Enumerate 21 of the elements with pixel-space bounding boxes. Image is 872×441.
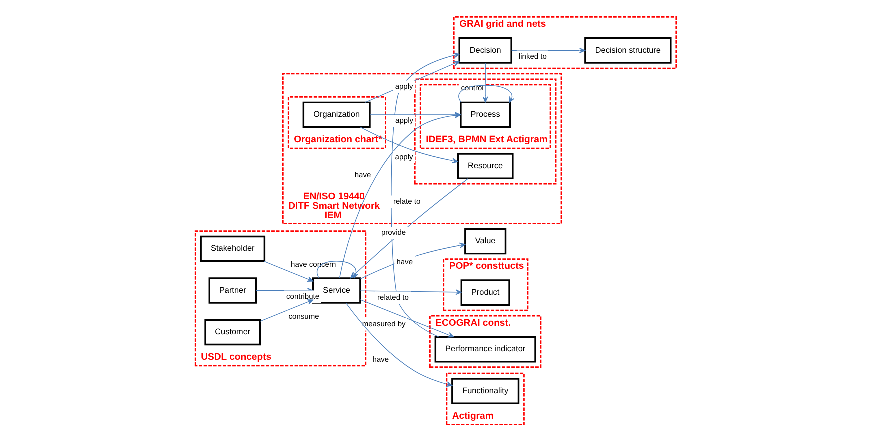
edge-label: relate to [393, 196, 421, 206]
cluster [414, 78, 557, 184]
edge-label: have [372, 354, 390, 364]
edge-label: apply [395, 152, 414, 161]
edge-label: have [354, 170, 372, 180]
arrow [365, 60, 460, 103]
edge-label: have [396, 257, 414, 266]
arrow [360, 289, 462, 295]
edge-label: provide [381, 228, 406, 237]
arrow [260, 299, 314, 322]
edge-label: measured by [362, 319, 406, 328]
edge-label: consume [288, 311, 320, 320]
edge-label: apply [396, 116, 414, 125]
edge-label: linked to [518, 51, 547, 60]
edge-label: apply [395, 81, 414, 90]
arrow [346, 302, 453, 387]
edge-label: related to [378, 292, 409, 302]
arrow [360, 242, 466, 280]
arrow [264, 260, 314, 282]
arrow [482, 62, 488, 102]
edge-label: contribute [286, 291, 320, 300]
